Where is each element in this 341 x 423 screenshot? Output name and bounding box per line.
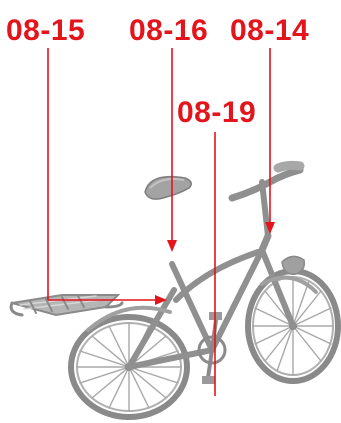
rear-carrier [11,295,122,315]
callout-label-c3: 08-14 [230,14,309,48]
headlight [282,256,304,274]
saddle [145,177,191,200]
leader-c1 [48,48,167,305]
callout-label-c1: 08-15 [6,14,85,48]
callout-label-c2: 08-16 [129,14,208,48]
leader-c2 [167,48,177,252]
crank [199,312,225,384]
handlebar [232,165,300,236]
bicycle-drawing [71,236,338,417]
callout-label-c4: 08-19 [177,96,256,130]
